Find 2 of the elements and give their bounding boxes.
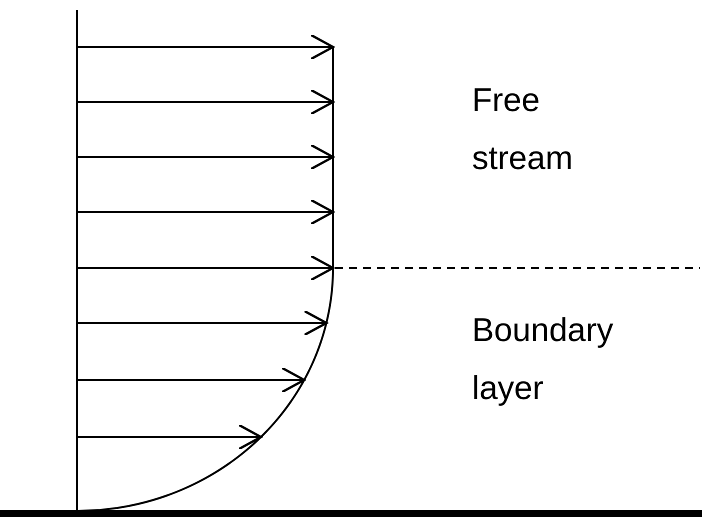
region-label: Free stream <box>472 80 573 178</box>
region-label: Boundary layer <box>472 310 614 408</box>
